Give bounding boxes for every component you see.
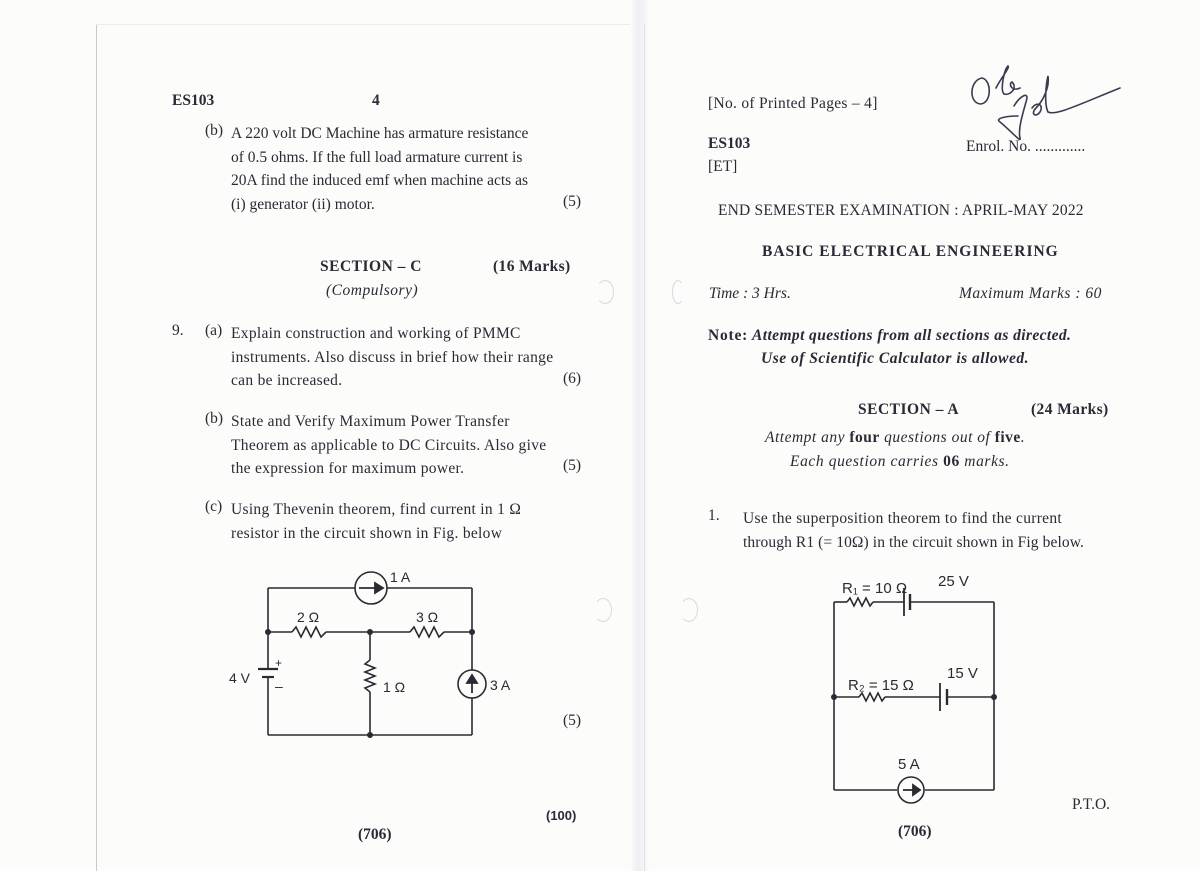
text-line: Using Thevenin theorem, find current in … (231, 501, 522, 518)
text-line: State and Verify Maximum Power Transfer (231, 413, 510, 430)
thevenin-circuit-diagram: 1 A 2 Ω 3 Ω 1 Ω 4 V + – 3 A (229, 569, 511, 738)
handwritten-signature (971, 64, 1121, 141)
punch-hole (594, 598, 612, 622)
section-marks: (24 Marks) (1031, 401, 1109, 418)
branch: [ET] (708, 158, 738, 175)
section-marks: (16 Marks) (493, 258, 571, 275)
spine-line (644, 24, 645, 871)
right-page: [No. of Printed Pages – 4] ES103 [ET] En… (650, 0, 1200, 871)
question-number: 1. (708, 507, 720, 524)
enrol-number-field: Enrol. No. ............. (966, 138, 1086, 155)
question-label: (b) (205, 122, 224, 139)
text: marks. (959, 453, 1010, 470)
marks: (6) (563, 370, 582, 387)
text-line: instruments. Also discuss in brief how t… (231, 348, 554, 366)
label-r2: R₂ = 15 Ω (848, 677, 914, 694)
question-text: Using Thevenin theorem, find current in … (231, 498, 583, 545)
text-bold: four (849, 429, 880, 446)
superposition-circuit-diagram: R₁ = 10 Ω 25 V R₂ = 15 Ω 15 V 5 A (831, 573, 997, 804)
question-label: (b) (205, 410, 224, 427)
footer-total: (100) (546, 808, 577, 823)
marks: (5) (563, 457, 582, 474)
text-line: (i) generator (ii) motor. (231, 195, 375, 213)
course-code: ES103 (708, 135, 751, 152)
note-line-1: Attempt questions from all sections as d… (752, 327, 1072, 344)
text: Each question carries (790, 453, 944, 470)
question-label: (a) (205, 322, 223, 339)
text-line: Theorem as applicable to DC Circuits. Al… (231, 436, 547, 454)
label-4v: 4 V (229, 670, 251, 686)
question-label: (c) (205, 498, 223, 515)
question-text: Explain construction and working of PMMC… (231, 322, 583, 393)
punch-hole (680, 598, 698, 622)
left-page: ES103 4 (b) A 220 volt DC Machine has ar… (98, 0, 628, 871)
question-text: State and Verify Maximum Power Transfer … (231, 410, 583, 481)
label-25v: 25 V (938, 573, 969, 590)
question-text: A 220 volt DC Machine has armature resis… (231, 122, 583, 216)
printed-pages: [No. of Printed Pages – 4] (708, 95, 878, 112)
footer-code: (706) (898, 823, 932, 840)
text-line: 20A find the induced emf when machine ac… (231, 172, 528, 189)
text-line: of 0.5 ohms. If the full load armature c… (231, 148, 523, 166)
top-page-edge (96, 24, 631, 25)
please-turn-over: P.T.O. (1072, 796, 1111, 813)
question-text: Use the superposition theorem to find th… (743, 507, 1120, 554)
label-plus: + (275, 656, 282, 670)
text: questions out of (879, 429, 995, 446)
note: Note: Attempt questions from all section… (708, 324, 1071, 348)
label-r1: R₁ = 10 Ω (842, 580, 907, 597)
label-1a: 1 A (390, 569, 411, 585)
label-15v: 15 V (947, 665, 978, 682)
label-2ohm: 2 Ω (297, 609, 319, 625)
text-line: the expression for maximum power. (231, 460, 465, 477)
section-instruction-2: Each question carries 06 marks. (790, 450, 1010, 474)
section-title: SECTION – A (858, 401, 960, 418)
text-line: through R1 (= 10Ω) in the circuit shown … (743, 533, 1084, 551)
course-code: ES103 (172, 92, 215, 109)
punch-hole (596, 280, 614, 304)
label-3ohm: 3 Ω (416, 609, 438, 625)
time-allowed: Time : 3 Hrs. (709, 285, 791, 302)
text-line: Explain construction and working of PMMC (231, 325, 521, 342)
text: Attempt any (765, 429, 850, 446)
text-bold: five (994, 429, 1021, 446)
subject-title: BASIC ELECTRICAL ENGINEERING (762, 243, 1059, 260)
left-page-edge (96, 24, 97, 871)
page-number: 4 (372, 92, 380, 109)
maximum-marks: Maximum Marks : 60 (959, 285, 1102, 302)
exam-title: END SEMESTER EXAMINATION : APRIL-MAY 202… (718, 202, 1084, 219)
marks: (5) (563, 193, 582, 210)
label-minus: – (275, 678, 283, 694)
label-5a: 5 A (898, 756, 920, 773)
text-line: Use the superposition theorem to find th… (743, 510, 1063, 527)
section-subtitle: (Compulsory) (326, 282, 419, 299)
question-number: 9. (172, 322, 184, 339)
text-bold: 06 (943, 453, 960, 470)
note-line-2: Use of Scientific Calculator is allowed. (761, 350, 1029, 367)
page-spine (630, 0, 650, 871)
label-1ohm: 1 Ω (383, 679, 405, 695)
text: . (1020, 429, 1026, 446)
note-label: Note: (708, 327, 749, 344)
footer-code: (706) (358, 826, 392, 843)
section-title: SECTION – C (320, 258, 422, 275)
text-line: resistor in the circuit shown in Fig. be… (231, 524, 503, 542)
section-instruction-1: Attempt any four questions out of five. (765, 426, 1025, 450)
text-line: A 220 volt DC Machine has armature resis… (231, 125, 529, 142)
marks: (5) (563, 712, 582, 729)
punch-hole (672, 280, 684, 304)
text-line: can be increased. (231, 372, 343, 389)
label-3a: 3 A (490, 677, 511, 693)
